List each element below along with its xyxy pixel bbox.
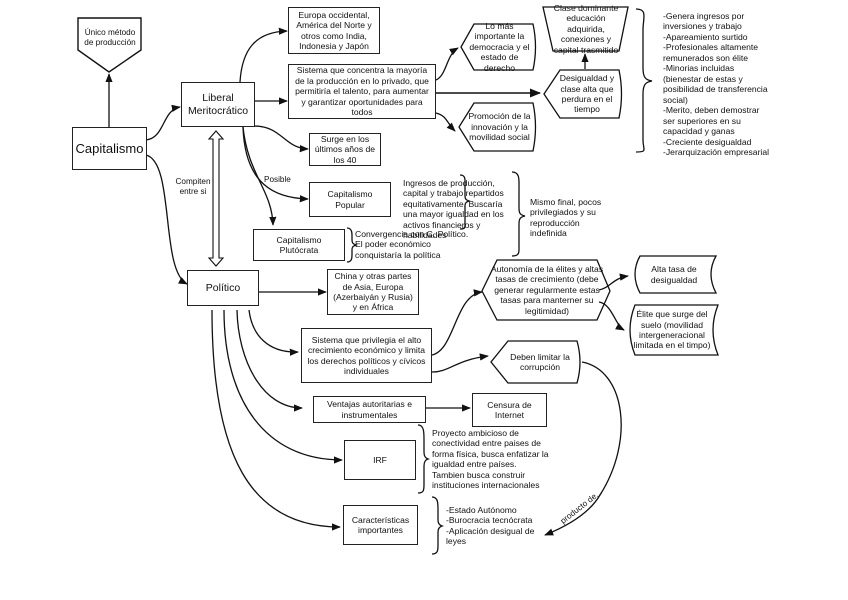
edge-capitalismo-liberal	[145, 104, 181, 141]
brace-mismo-final	[511, 171, 526, 257]
compiten-label-node: Compiten entre si	[172, 175, 214, 199]
edge-sistema-corrupcion	[431, 353, 489, 373]
pol-region-label: China y otras partes de Asia, Europa (Az…	[333, 271, 413, 313]
compiten-label: Compiten entre si	[175, 177, 211, 196]
pol-caracteristicas-list: -Estado Autónomo -Burocracia tecnócrata …	[446, 505, 556, 547]
edge-liberal-surge	[253, 125, 309, 153]
promocion-shape	[458, 102, 537, 152]
pol-autonomia-node: Autonomía de la élites y altas tasas de …	[486, 261, 608, 319]
alta-tasa-shape	[634, 255, 718, 294]
lib-caracteristica-item: -Merito, deben demostrar ser superiores …	[663, 105, 760, 137]
cap-popular-label: Capitalismo Popular	[327, 189, 373, 210]
edge-politico-ventajas	[236, 309, 303, 412]
lib-caracteristica-item: -Minorias incluidas (bienestar de estas …	[663, 63, 768, 105]
pol-alta-tasa-node: Alta tasa de desigualdad	[636, 257, 712, 292]
edge-politico-caracteristicas	[211, 309, 341, 531]
lib-caracteristica-item: -Creciente desigualdad	[663, 136, 752, 147]
lib-promocion-node: Promoción de la innovación y la movilida…	[462, 106, 537, 148]
liberal-node: Liberal Meritocrático	[181, 82, 255, 127]
pol-ventajas-label: Ventajas autoritarias e instrumentales	[326, 399, 413, 420]
clase-dominante-shape	[542, 6, 629, 52]
unico-metodo-shape	[77, 17, 142, 73]
edge-politico-sistema	[248, 309, 299, 356]
lib-caracteristica-item: -Jerarquización empresarial	[663, 147, 770, 158]
pol-corrupcion-node: Deben limitar la corrupción	[500, 343, 580, 381]
democracia-shape	[460, 23, 537, 71]
pol-elite-node: Élite que surge del suelo (movilidad int…	[629, 306, 715, 354]
brace-liberal	[635, 8, 653, 153]
lib-clase-node: Clase dominante educación adquirida, con…	[545, 3, 627, 55]
lib-promocion-label: Promoción de la innovación y la movilida…	[468, 111, 531, 143]
pol-sistema-node: Sistema que privilegia el alto crecimien…	[301, 328, 432, 383]
edge-autonomia-elite	[598, 301, 625, 331]
lib-surge-label: Surge en los últimos años de los 40	[314, 133, 376, 165]
corrupcion-shape	[490, 340, 581, 384]
pol-corrupcion-label: Deben limitar la corrupción	[510, 351, 570, 372]
pol-elite-label: Élite que surge del suelo (movilidad int…	[633, 309, 711, 351]
lib-caracteristicas-list: -Genera ingresos por inversiones y traba…	[663, 11, 773, 158]
pol-censura-node: Censura de Internet	[472, 393, 547, 427]
posible-label: Posible	[264, 175, 291, 184]
edge-sistema-democracia	[435, 47, 459, 81]
lib-caracteristica-item: -Profesionales altamente remunerados son…	[663, 42, 759, 63]
lib-desigualdad-label: Desigualdad y clase alta que perdura en …	[559, 73, 615, 115]
desigualdad-shape	[543, 69, 623, 119]
pol-sistema-label: Sistema que privilegia el alto crecimien…	[307, 334, 426, 376]
compiten-double-arrow	[207, 130, 225, 267]
cap-popular-node: Capitalismo Popular	[309, 182, 391, 217]
autonomia-shape	[481, 259, 611, 321]
brace-popular	[459, 174, 472, 230]
cap-plutocrata-label: Capitalismo Plutócrata	[276, 234, 322, 255]
politico-node: Político	[187, 270, 259, 306]
mismo-final-desc: Mismo final, pocos privilegiados y su re…	[530, 197, 602, 239]
edge-sistema-promocion	[435, 112, 456, 132]
edge-corrupcion-producto	[544, 361, 622, 536]
pol-caracteristica-item: -Estado Autónomo	[446, 505, 517, 515]
edge-autonomia-alta	[598, 273, 629, 291]
pol-autonomia-label: Autonomía de la élites y altas tasas de …	[490, 263, 604, 316]
pol-irf-label: IRF	[373, 454, 387, 465]
edge-liberal-popular	[242, 126, 309, 203]
elite-shape	[629, 304, 719, 356]
capitalismo-label: Capitalismo	[75, 140, 144, 156]
lib-sistema-node: Sistema que concentra la mayoría de la p…	[288, 64, 436, 119]
cap-plutocrata-node: Capitalismo Plutócrata	[253, 229, 345, 261]
lib-democracia-node: Lo más importante la democracia y el est…	[462, 21, 537, 73]
brace-plutocrata	[346, 227, 359, 263]
lib-sistema-label: Sistema que concentra la mayoría de la p…	[295, 65, 429, 118]
pol-ventajas-node: Ventajas autoritarias e instrumentales	[313, 396, 426, 423]
politico-label: Político	[205, 281, 241, 294]
lib-caracteristica-item: -Apareamiento surtido	[663, 31, 748, 42]
pol-caracteristica-item: -Aplicación desigual de leyes	[446, 525, 535, 547]
unico-metodo-label: Único método de producción	[84, 28, 136, 47]
edge-liberal-plutocrata	[242, 126, 277, 226]
cap-popular-desc: Ingresos de producción, capital y trabaj…	[403, 178, 504, 241]
producto-de-label: producto de...	[559, 488, 604, 526]
pol-caracteristicas-node: Características importantes	[343, 505, 418, 545]
pol-caracteristica-item: -Burocracia tecnócrata	[446, 515, 533, 526]
pol-censura-label: Censura de Internet	[487, 399, 532, 420]
edge-politico-irf	[223, 309, 343, 464]
pol-region-node: China y otras partes de Asia, Europa (Az…	[327, 269, 419, 315]
lib-region-node: Europa occidental, América del Norte y o…	[288, 7, 380, 54]
pol-irf-node: IRF	[344, 440, 416, 480]
brace-caracteristicas	[431, 496, 445, 555]
edge-liberal-region	[239, 27, 288, 83]
unico-metodo-node: Único método de producción	[80, 24, 140, 52]
pol-alta-tasa-label: Alta tasa de desigualdad	[650, 264, 698, 285]
lib-caracteristica-item: -Genera ingresos por inversiones y traba…	[663, 11, 745, 32]
capitalismo-node: Capitalismo	[72, 127, 147, 170]
lib-region-label: Europa occidental, América del Norte y o…	[296, 9, 372, 51]
lib-democracia-label: Lo más importante la democracia y el est…	[469, 20, 530, 73]
edge-capitalismo-politico	[145, 154, 188, 285]
pol-irf-desc: Proyecto ambicioso de conectividad entre…	[432, 428, 549, 491]
lib-clase-label: Clase dominante educación adquirida, con…	[553, 2, 619, 55]
lib-desigualdad-node: Desigualdad y clase alta que perdura en …	[552, 72, 622, 116]
liberal-label: Liberal Meritocrático	[187, 91, 249, 117]
edge-sistema-autonomia	[431, 289, 483, 356]
brace-irf	[417, 424, 431, 494]
cap-plutocrata-desc: Convergencia con C. Político. El poder e…	[355, 229, 469, 260]
pol-caracteristicas-label: Características importantes	[351, 514, 410, 535]
lib-surge-node: Surge en los últimos años de los 40	[309, 133, 381, 166]
